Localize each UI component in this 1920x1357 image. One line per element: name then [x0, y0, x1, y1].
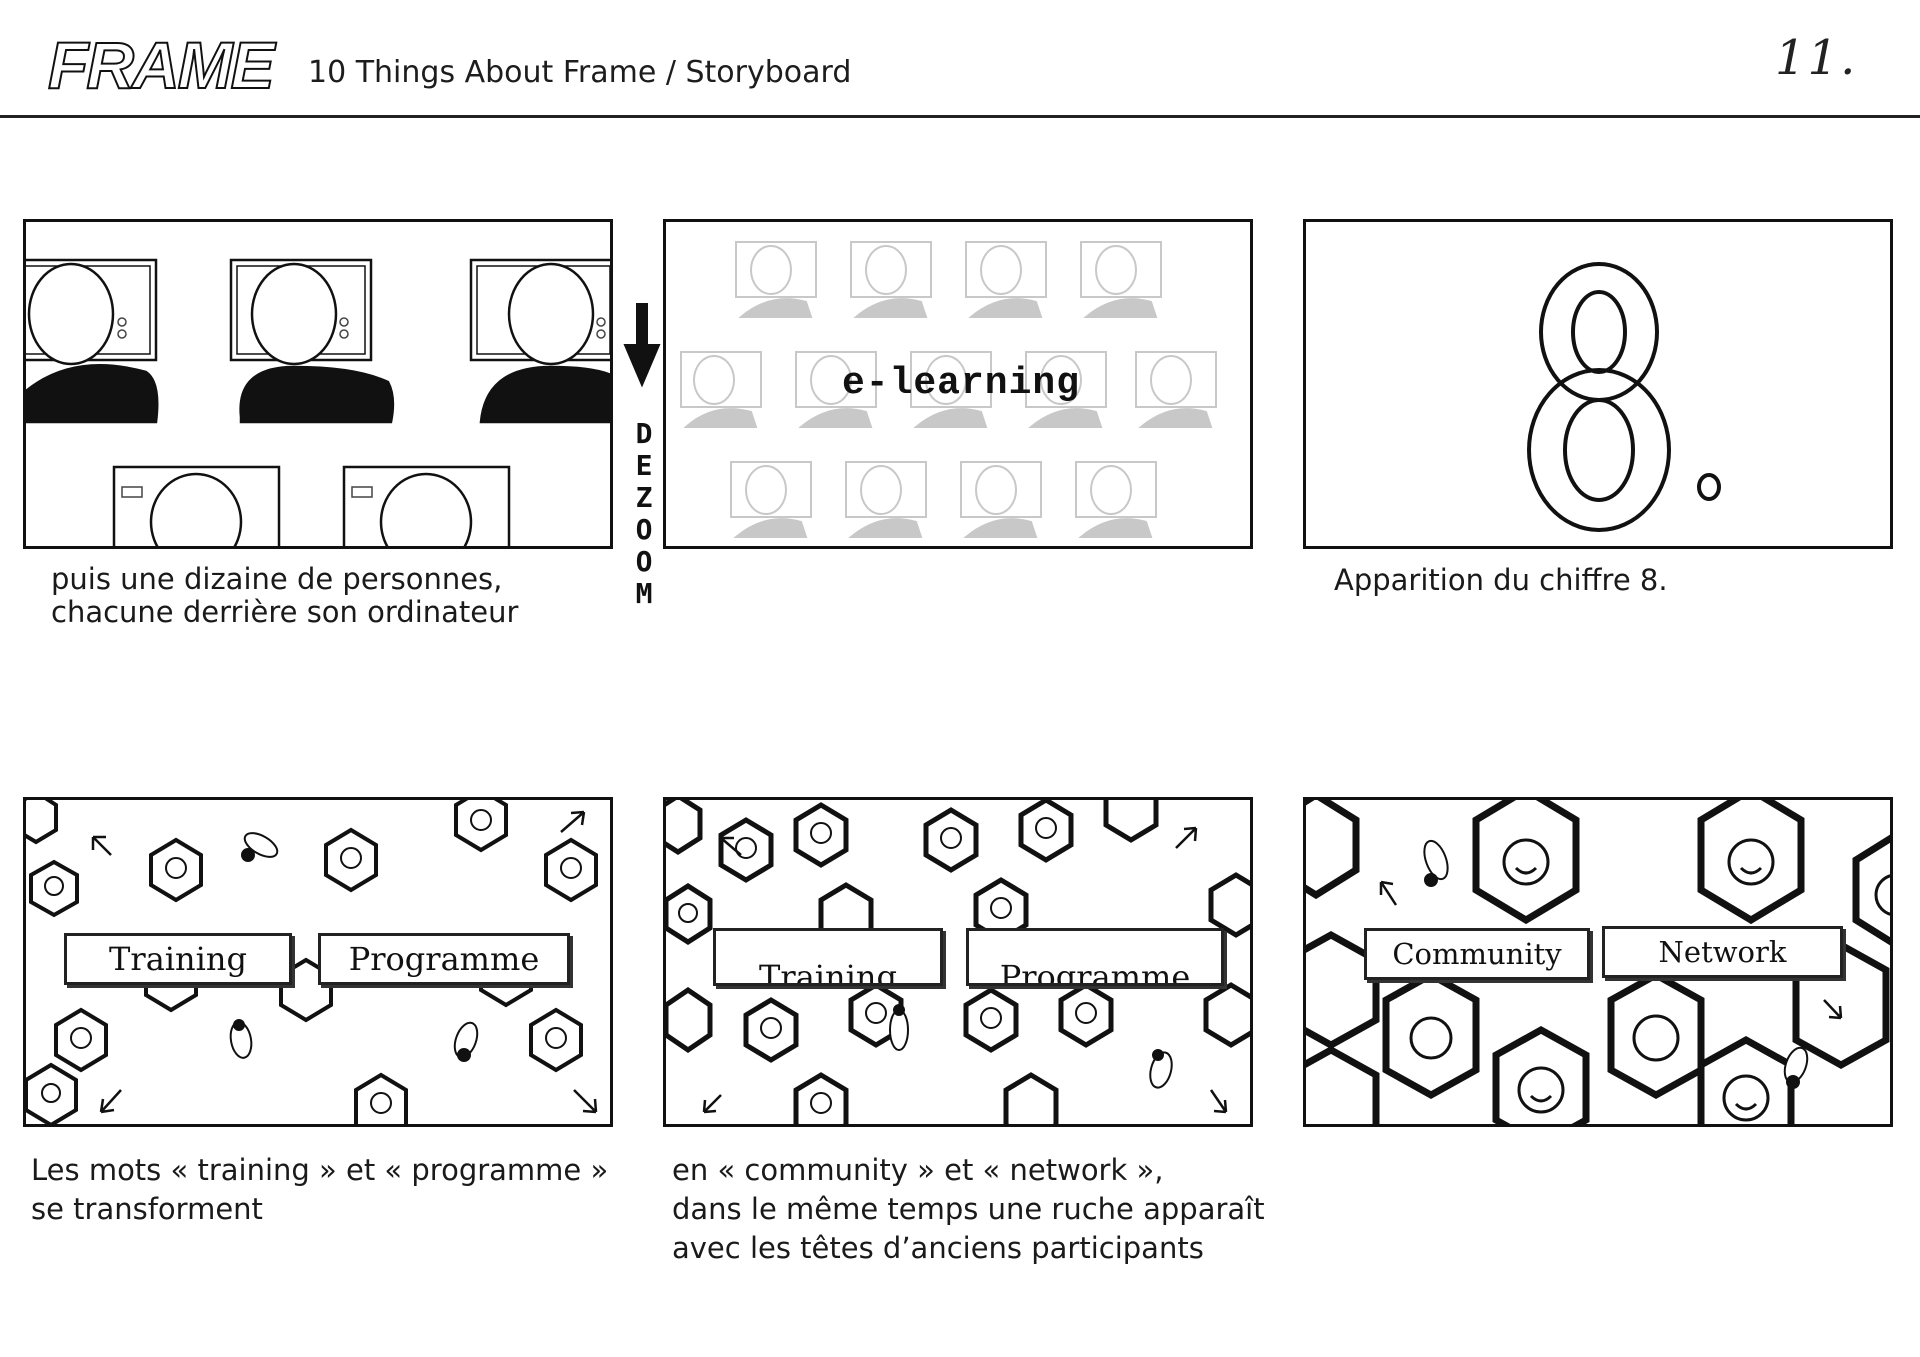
panel-1-drawing — [26, 258, 610, 546]
storyboard-panel-1 — [23, 219, 613, 549]
caption-panel-4: Les mots « training » et « programme » s… — [31, 1153, 609, 1226]
faded-person-row-2 — [680, 351, 1217, 428]
faded-person-row-1 — [735, 241, 1162, 318]
dezoom-letter: E — [635, 449, 653, 482]
word-programme-fading: Programme — [966, 928, 1224, 986]
dezoom-letter: O — [635, 545, 653, 578]
panel-3-drawing — [1527, 262, 1721, 532]
faded-person-row-3 — [730, 461, 1157, 538]
frame-logo: FRAME — [47, 32, 280, 96]
caption-panel-3: Apparition du chiffre 8. — [1334, 563, 1668, 597]
dezoom-letter: D — [635, 417, 653, 450]
word-training: Training — [64, 933, 292, 985]
storyboard-panel-4: Training Programme — [23, 797, 613, 1127]
arrow-icon — [1379, 880, 1843, 1020]
bee-icon — [229, 832, 479, 1062]
dezoom-letter: Z — [635, 481, 653, 514]
arrow-icon — [91, 810, 598, 1114]
digit-eight-bottom — [1527, 368, 1671, 532]
word-network: Network — [1602, 926, 1843, 978]
dezoom-arrow-icon — [623, 303, 661, 388]
bee-icon — [889, 1004, 1173, 1089]
word-programme: Programme — [318, 933, 570, 985]
storyboard-panel-6: Community Network — [1303, 797, 1893, 1127]
document-title: 10 Things About Frame / Storyboard — [308, 55, 852, 90]
bee-icon — [1423, 839, 1809, 1089]
dezoom-letter: O — [635, 513, 653, 546]
digit-period — [1697, 473, 1721, 501]
e-learning-title: e-learning — [841, 362, 1081, 405]
page-number: 11. — [1775, 30, 1858, 86]
panel-4-drawing — [26, 800, 598, 1124]
caption-panel-5: en « community » et « network », dans le… — [672, 1153, 1265, 1265]
caption-panel-1: puis une dizaine de personnes, chacune d… — [51, 562, 519, 629]
digit-eight-top — [1539, 262, 1659, 402]
logo-text: FRAME — [48, 32, 277, 96]
word-community: Community — [1364, 928, 1590, 980]
storyboard-panel-3 — [1303, 219, 1893, 549]
dezoom-label: D E Z O O M — [629, 418, 659, 610]
storyboard-panel-5: Training Programme — [663, 797, 1253, 1127]
word-training-fading: Training — [713, 928, 943, 986]
panel-6-drawing — [1306, 800, 1890, 1124]
page-header: FRAME 10 Things About Frame / Storyboard… — [0, 0, 1920, 118]
panel-2-drawing — [680, 241, 1217, 538]
dezoom-letter: M — [635, 577, 653, 610]
storyboard-panel-2: e-learning — [663, 219, 1253, 549]
